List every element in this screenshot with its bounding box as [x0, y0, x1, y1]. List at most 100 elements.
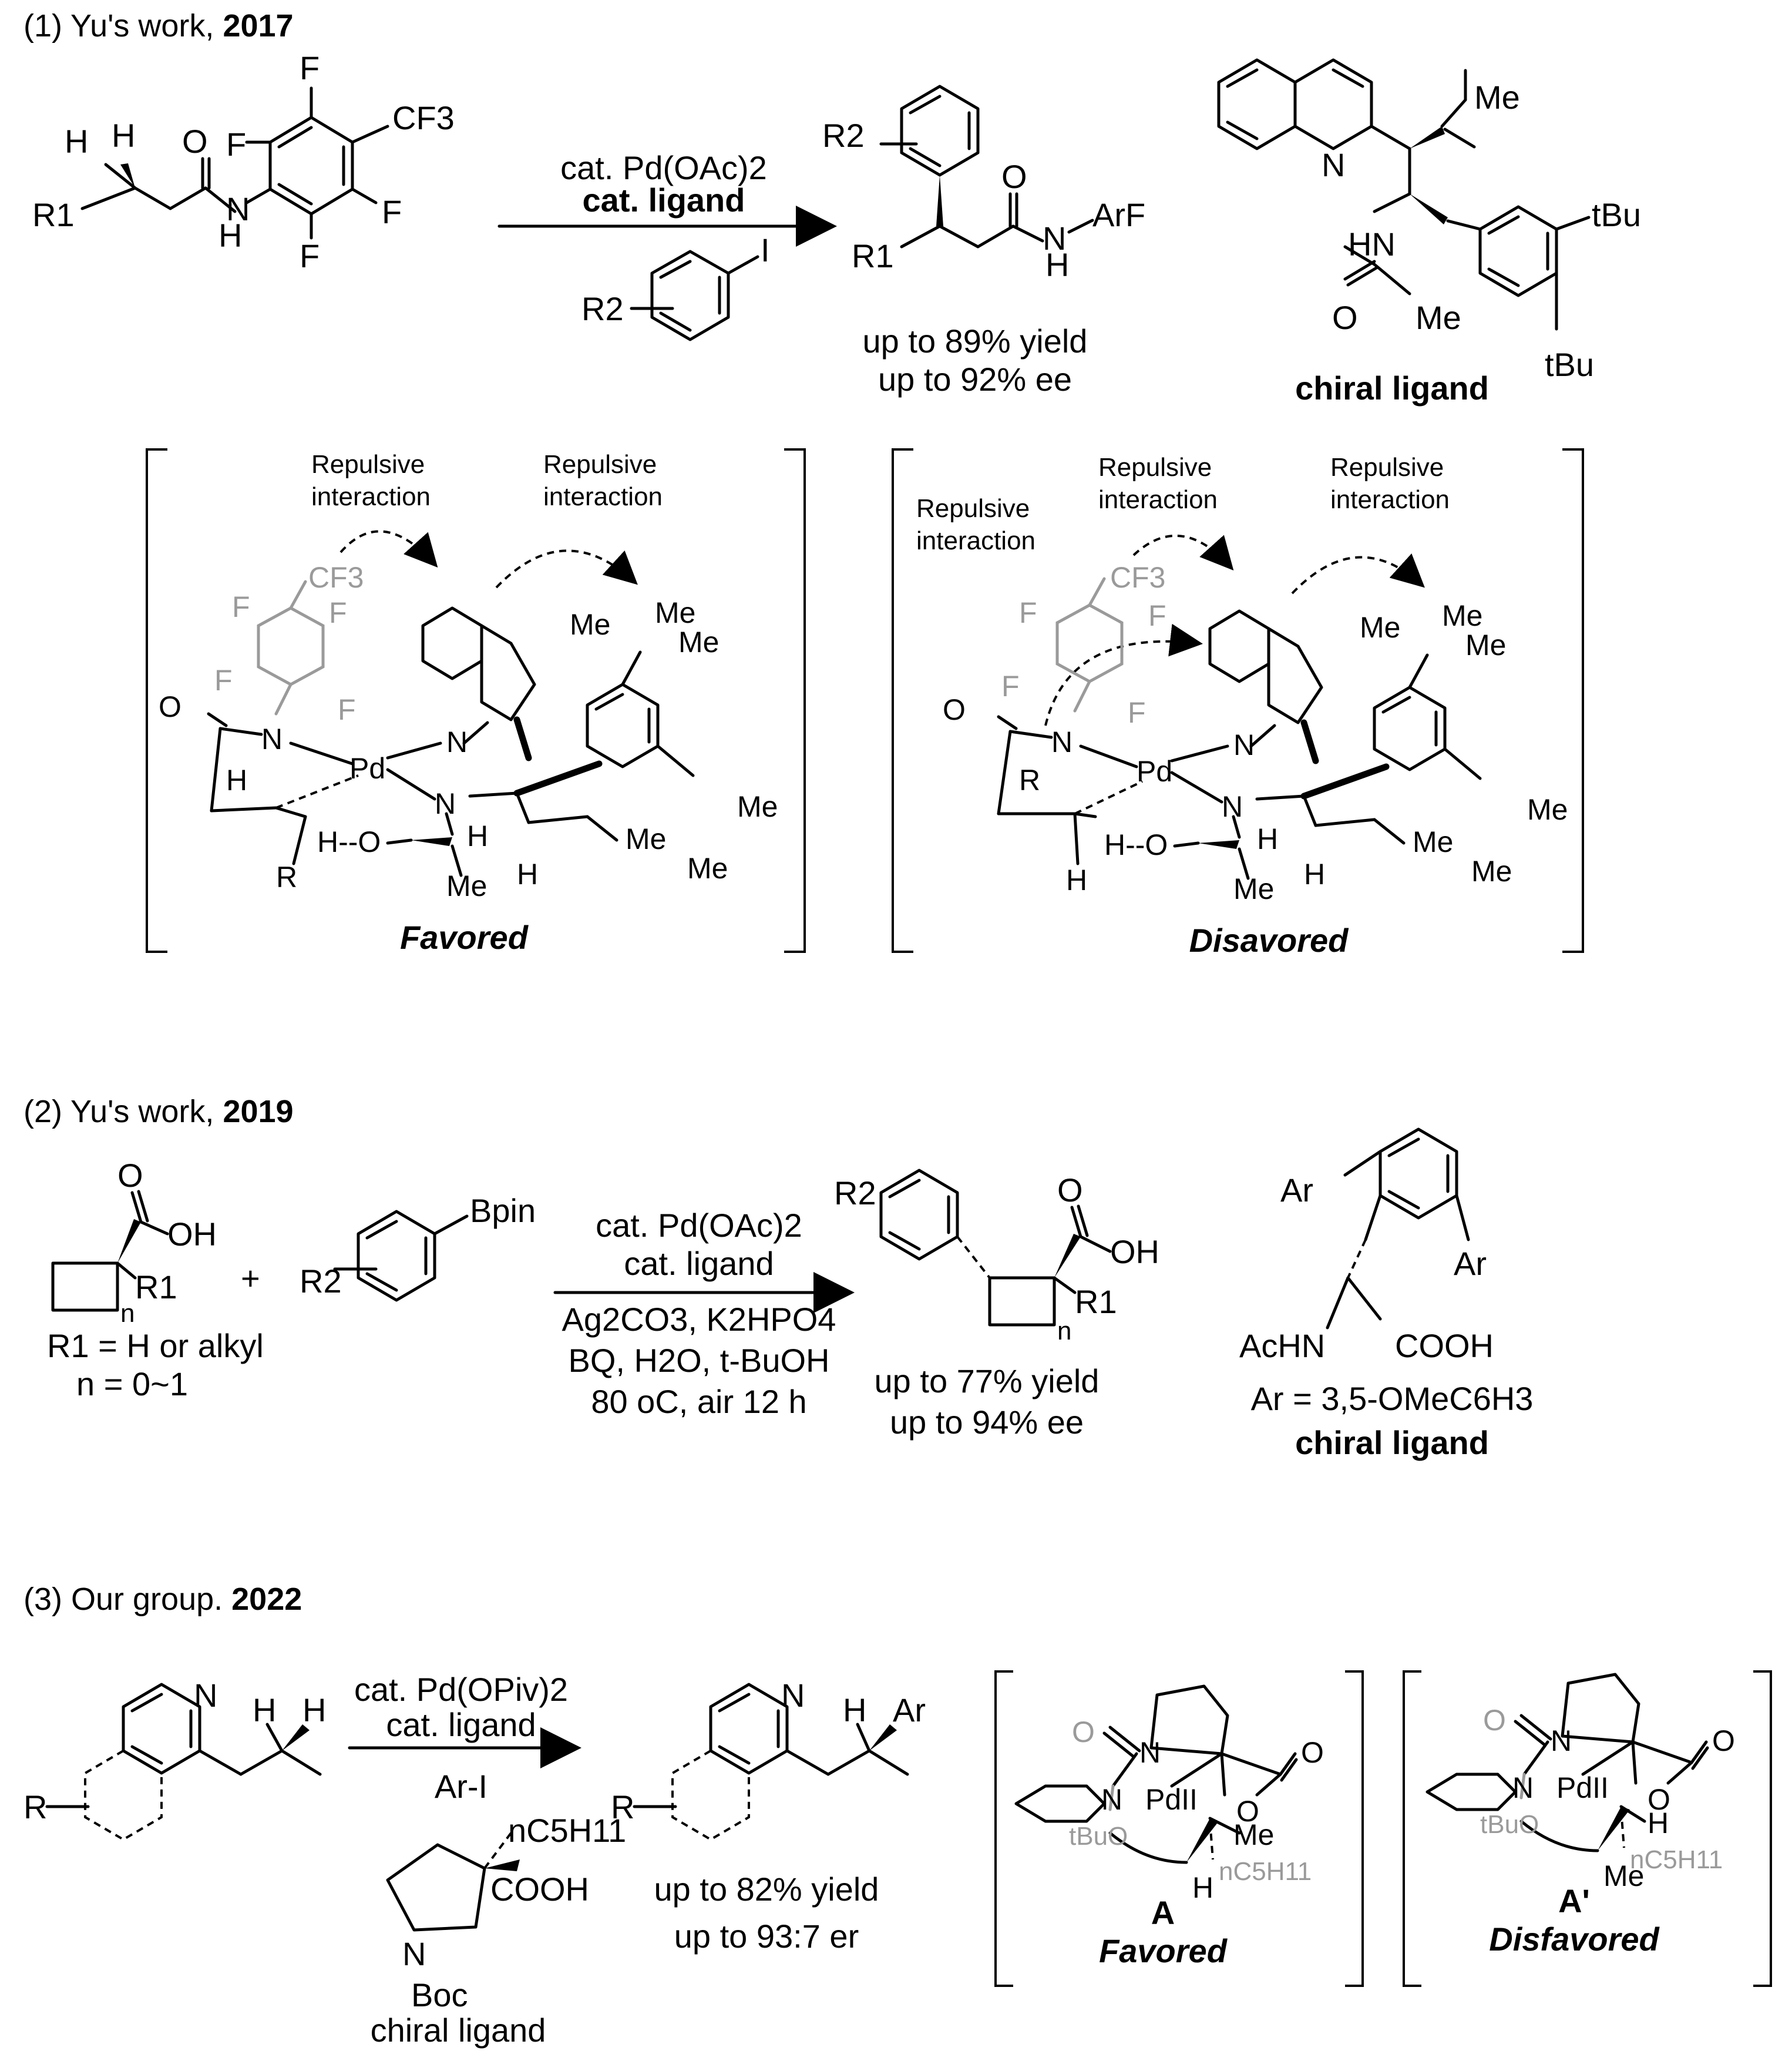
s2-r-O: O	[117, 1157, 143, 1194]
s2-r-note1: R1 = H or alkyl	[47, 1327, 264, 1364]
s3-tsB-letter: A'	[1558, 1882, 1590, 1919]
s3-lig-N: N	[402, 1935, 426, 1972]
s3-tsA-O2: O	[1236, 1795, 1259, 1828]
s1-fav-Me6: Me	[737, 790, 778, 823]
s1-dis-Me7: Me	[1471, 855, 1512, 888]
s3-product: N H Ar R	[611, 1677, 926, 1841]
s3-p-R: R	[611, 1788, 634, 1825]
s1-dis-rep3-a: Repulsive	[1330, 453, 1444, 482]
s1-dis-N3: N	[1222, 790, 1243, 823]
s1-reactant: F F CF3 F F N H O H H R1	[32, 49, 455, 274]
s3-tsB-Pd: PdII	[1556, 1771, 1609, 1804]
s1-p-O: O	[1001, 158, 1027, 195]
s2-ligand-ardef: Ar = 3,5-OMeC6H3	[1251, 1380, 1534, 1417]
s1-fav-Pd: Pd	[349, 752, 385, 785]
s1-dis-F3: F	[1001, 670, 1020, 703]
s1-dis-H1: H--O	[1104, 828, 1168, 861]
s1-disfavored-ts: Repulsive interaction Repulsive interact…	[916, 453, 1568, 905]
s2-cond-3: Ag2CO3, K2HPO4	[562, 1301, 836, 1338]
s1-fav-rep1: interaction	[311, 482, 431, 511]
s3-lig-Boc: Boc	[411, 1976, 468, 2013]
s2-lig-Ar2: Ar	[1454, 1245, 1487, 1282]
s3-tsB-label: Disfavored	[1489, 1921, 1660, 1958]
s1-p-R2: R2	[822, 117, 865, 154]
s1-r-R1: R1	[32, 196, 75, 233]
s1-dis-Me3: Me	[1360, 611, 1400, 644]
s2-p-R1: R1	[1075, 1283, 1117, 1320]
s2-yield: up to 77% yield	[875, 1362, 1100, 1399]
s2-p-R2: R2	[834, 1174, 876, 1211]
s3-tsB-nC5H11: nC5H11	[1630, 1845, 1723, 1874]
s1-lig-HN: HN	[1348, 226, 1396, 263]
s1-fav-Me5: Me	[678, 626, 719, 659]
s1-lig-tBu1: tBu	[1592, 196, 1641, 233]
s1-r-F-right: F	[382, 193, 402, 230]
s2-cond-5: 80 oC, air 12 h	[591, 1383, 806, 1420]
s3-tsA-bracket-right	[1345, 1670, 1364, 1987]
s1-r-O: O	[182, 123, 208, 160]
s3-tsA-O1: O	[1072, 1716, 1095, 1748]
s1-fav-F2: F	[329, 596, 347, 629]
s3-r-H2: H	[302, 1691, 326, 1728]
s3-tsB-O3: O	[1712, 1724, 1735, 1757]
s1-fav-rep2-a: Repulsive	[543, 450, 657, 479]
s3-tsB-O2: O	[1648, 1783, 1670, 1816]
s1-cond-ligand: cat. ligand	[583, 182, 745, 219]
s3-tsA-H: H	[1192, 1871, 1213, 1904]
s2-lig-COOH: COOH	[1395, 1327, 1494, 1364]
s1-r-H-right: H	[112, 117, 135, 154]
s2-cond-4: BQ, H2O, t-BuOH	[569, 1342, 830, 1379]
s1-dis-rep1-a: Repulsive	[916, 494, 1030, 523]
s3-tsB-H: H	[1648, 1807, 1669, 1839]
s1-p-N: N	[1043, 220, 1066, 257]
s3-tsA-N1: N	[1139, 1736, 1161, 1769]
s2-ee: up to 94% ee	[890, 1404, 1084, 1441]
s2-lig-AcHN: AcHN	[1239, 1327, 1325, 1364]
s1-fav-H1: H	[226, 764, 247, 797]
s1-dis-CF3: CF3	[1110, 561, 1165, 594]
s3-p-H: H	[843, 1691, 866, 1728]
s2-b-Bpin: Bpin	[470, 1192, 536, 1229]
s1-dis-H3: H	[1257, 823, 1278, 855]
s3-tsB-Me: Me	[1603, 1859, 1644, 1892]
s1-fav-rep2: interaction	[543, 482, 663, 511]
s1-lig-Me: Me	[1474, 79, 1520, 116]
s1-dis-rep2: interaction	[1098, 485, 1218, 514]
s2-p-O: O	[1057, 1171, 1083, 1209]
s1-dis-rep3: interaction	[1330, 485, 1450, 514]
s3-cond-1: cat. Pd(OPiv)2	[354, 1671, 568, 1708]
s3-yield: up to 82% yield	[654, 1871, 879, 1908]
s3-ts-A: O N N PdII O O tBuO Me H nC5H11	[1014, 1684, 1324, 1904]
s1-fav-Me3: Me	[570, 608, 610, 641]
s1-r-F-bottom: F	[300, 237, 320, 274]
s2-r-OH: OH	[167, 1216, 217, 1253]
s1-iodide-I: I	[761, 231, 770, 268]
s3-r-H1: H	[253, 1691, 276, 1728]
s1-ligand-label: chiral ligand	[1295, 370, 1489, 407]
section1-header: (1) Yu's work, 2017	[23, 8, 294, 43]
s1-ee: up to 92% ee	[878, 361, 1072, 398]
s2-product: R2 O OH R1 n	[834, 1169, 1159, 1345]
s1-product: R2 R1 O N H ArF	[822, 85, 1145, 283]
section3-header: (3) Our group. 2022	[23, 1582, 302, 1617]
s1-fav-bracket-right	[784, 448, 806, 953]
s1-iodide-R2: R2	[581, 290, 624, 327]
s1-p-ArF: ArF	[1092, 196, 1145, 233]
s1-fav-CF3: CF3	[308, 561, 364, 594]
s1-disfavored-label: Disavored	[1189, 922, 1350, 959]
s3-tsA-Me: Me	[1233, 1818, 1274, 1851]
s1-fav-N1: N	[261, 723, 283, 756]
s1-dis-F1: F	[1019, 596, 1037, 629]
s2-chiral-ligand: Ar Ar AcHN COOH	[1239, 1127, 1494, 1364]
s2-cond-2: cat. ligand	[624, 1245, 774, 1282]
s3-chiral-ligand: N nC5H11 COOH Boc	[386, 1812, 626, 2013]
s3-r-N: N	[194, 1677, 217, 1714]
s1-dis-bracket-left	[892, 448, 913, 953]
s3-r-R: R	[23, 1788, 47, 1825]
s3-reactant: N H H R	[23, 1677, 326, 1841]
s3-tsA-bracket-left	[994, 1670, 1013, 1987]
s1-fav-O: O	[159, 690, 181, 723]
s1-r-NH-H: H	[218, 217, 242, 254]
s2-lig-Ar1: Ar	[1280, 1171, 1313, 1209]
